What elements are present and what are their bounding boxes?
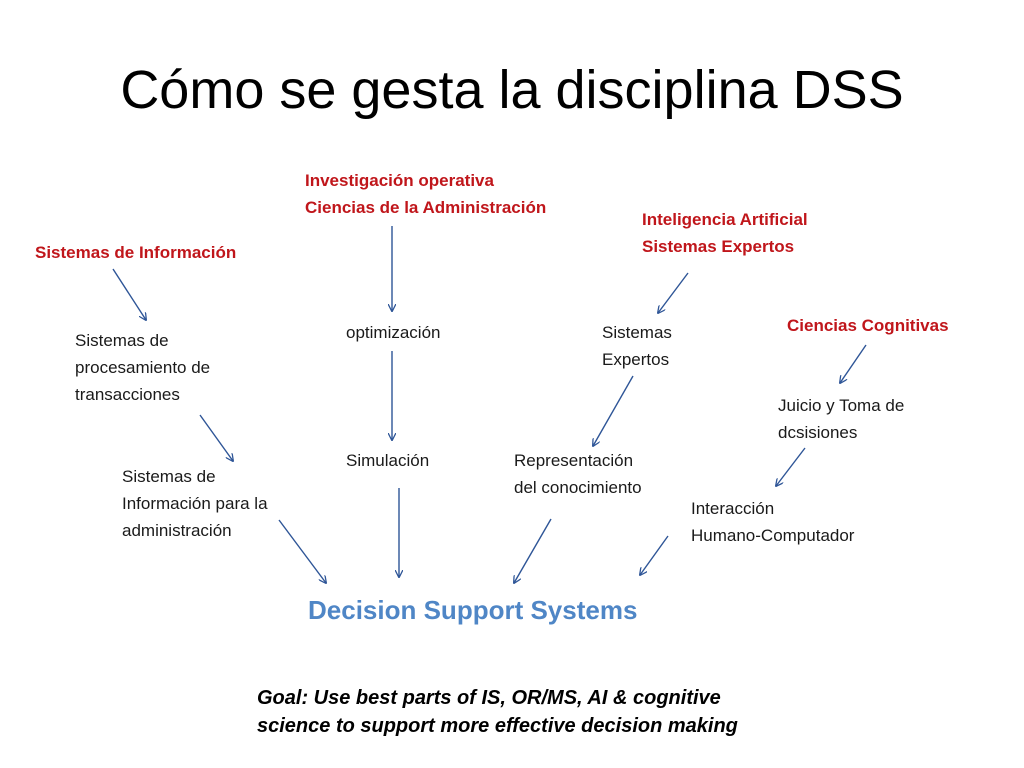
arrow-sistemas-expertos-to-representacion	[593, 375, 634, 446]
source-investigacion-operativa: Investigación operativa Ciencias de la A…	[305, 171, 547, 217]
arrow-informacion-to-procesamiento	[112, 268, 146, 320]
node-sistemas-expertos: Sistemas Expertos	[602, 323, 672, 369]
node-interaccion-humano-computador: Interacción Humano-Computador	[691, 499, 855, 545]
arrow-ia-to-sistemas-expertos	[658, 272, 689, 313]
source-inteligencia-artificial: Inteligencia Artificial Sistemas Experto…	[642, 210, 808, 256]
node-sistemas-informacion-administracion: Sistemas de Información para la administ…	[122, 467, 268, 540]
node-simulacion: Simulación	[346, 451, 430, 470]
arrow-cognitivas-to-juicio	[840, 344, 867, 383]
node-representacion-conocimiento: Representación del conocimiento	[514, 451, 642, 497]
arrow-interaccion-to-dss	[640, 535, 669, 575]
goal-statement: Goal: Use best parts of IS, OR/MS, AI & …	[257, 687, 738, 737]
arrow-informacion-admin-to-dss	[278, 519, 326, 583]
arrow-procesamiento-to-informacion-admin	[199, 414, 233, 461]
slide-title: Cómo se gesta la disciplina DSS	[120, 60, 904, 120]
source-ciencias-cognitivas: Ciencias Cognitivas	[787, 316, 949, 335]
source-sistemas-informacion: Sistemas de Información	[35, 243, 237, 262]
target-decision-support-systems: Decision Support Systems	[308, 595, 638, 625]
node-procesamiento-transacciones: Sistemas de procesamiento de transaccion…	[75, 331, 211, 404]
arrow-representacion-to-dss	[514, 518, 552, 583]
node-optimizacion: optimización	[346, 323, 441, 342]
arrow-juicio-to-interaccion	[776, 447, 806, 486]
node-juicio-toma-decisiones: Juicio y Toma de dcsisiones	[778, 396, 905, 442]
